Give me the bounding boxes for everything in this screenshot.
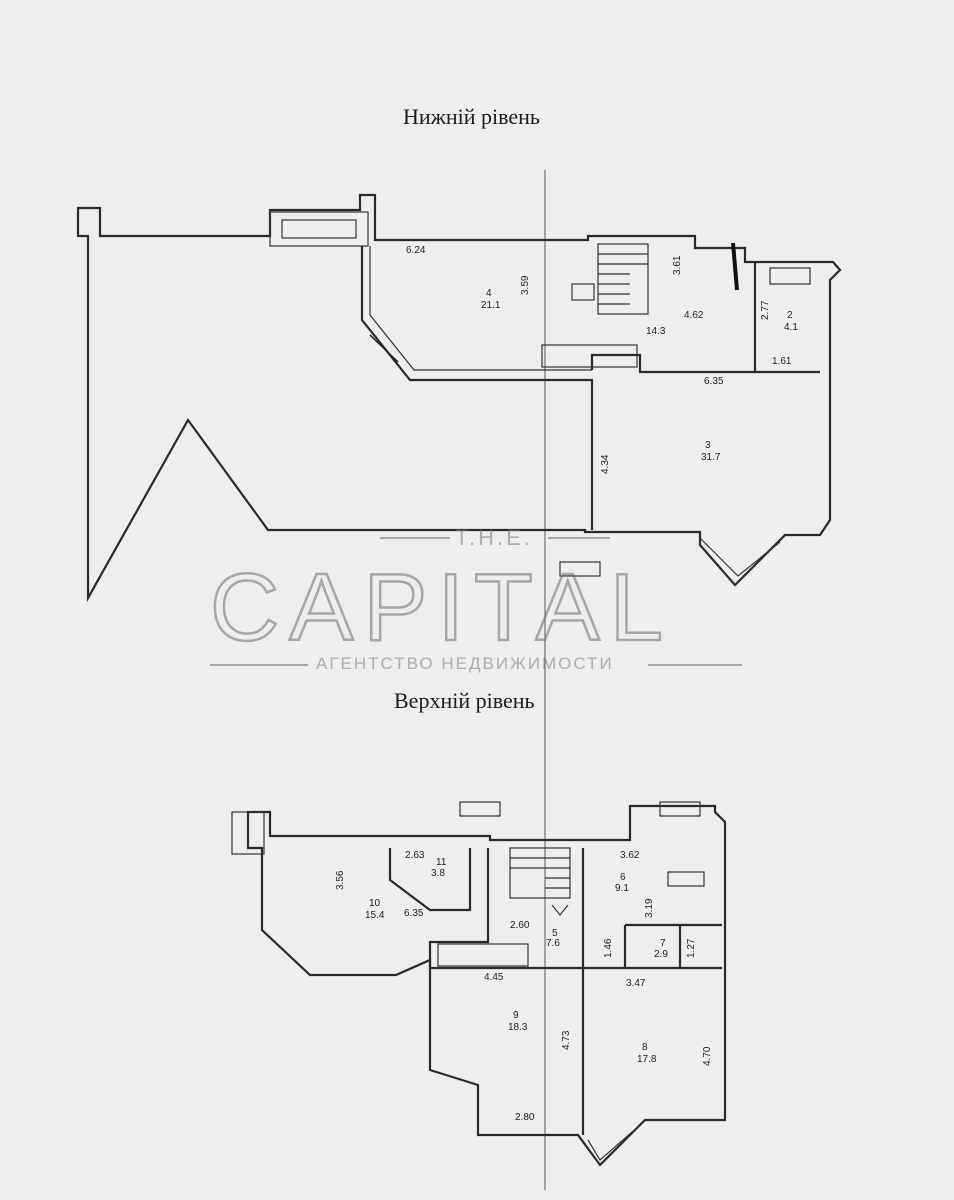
lower-room-area-4: 21.1 [481,300,501,311]
upper-room-number-11: 11 [436,857,447,868]
upper-room-area-11: 3.8 [431,868,445,879]
upper-room-area-6: 9.1 [615,883,629,894]
upper-dim-7: 1.46 [603,938,614,958]
upper-dim-13: 2.80 [515,1112,535,1123]
lower-window-bay [269,211,369,247]
upper-partition-1 [388,848,472,912]
lower-window-inner [281,219,357,239]
upper-dim-3: 6.35 [404,908,424,919]
upper-room-number-9: 9 [513,1010,519,1021]
upper-room-area-10: 15.4 [365,910,385,921]
lower-room-number-4: 4 [486,288,492,299]
lower-partition-3 [753,262,820,374]
lower-partition-2 [590,353,755,374]
lower-dim-4: 4.62 [684,310,704,321]
upper-built-in [437,943,529,967]
lower-dim-1: 6.24 [406,245,426,256]
upper-dim-10: 3.47 [626,978,646,989]
lower-vent-block [769,267,811,285]
lower-partition-1b [369,246,592,371]
lower-dim-3: 3.61 [672,255,683,275]
upper-room-number-5: 5 [552,928,558,939]
lower-room-number-3: 3 [705,440,711,451]
upper-room-area-8: 17.8 [637,1054,657,1065]
upper-room-number-7: 7 [660,938,666,949]
lower-door-mark [369,334,399,363]
lower-dim-7: 6.35 [704,376,724,387]
upper-chimney [231,811,265,855]
lower-room-area-2: 4.1 [784,322,798,333]
upper-dim-2: 2.63 [405,850,425,861]
upper-level-plan: 3.56 2.63 6.35 2.60 3.62 3.19 1.46 1.27 … [231,801,727,1167]
upper-partition-2 [428,848,722,970]
lower-balcony-rail [559,561,601,577]
upper-vent-mid [667,871,705,887]
upper-partition-4 [623,923,722,968]
upper-room-number-10: 10 [369,898,381,909]
lower-staircase [571,243,649,315]
upper-vent-right [659,801,701,817]
lower-bay-window [699,537,781,577]
lower-built-in [541,344,638,368]
upper-dim-5: 3.62 [620,850,640,861]
upper-room-area-7: 2.9 [654,949,668,960]
lower-dim-8: 4.34 [600,454,611,474]
lower-outer-wall [76,193,842,603]
watermark-small: T.H.E. [455,525,533,550]
watermark-brand: CAPITAL [210,554,673,661]
upper-room-number-8: 8 [642,1042,648,1053]
upper-dim-12: 4.70 [702,1046,713,1066]
upper-room-area-5: 7.6 [546,938,560,949]
upper-room-area-9: 18.3 [508,1022,528,1033]
lower-dim-6: 1.61 [772,356,792,367]
upper-outer-wall [246,804,727,1167]
lower-level-plan: 6.24 3.59 3.61 4.62 2.77 1.61 6.35 4.34 … [76,193,842,603]
upper-dim-11: 4.73 [561,1030,572,1050]
upper-vent-top [459,801,501,817]
watermark-agency: АГЕНТСТВО НЕДВИЖИМОСТИ [316,654,614,673]
upper-level-title: Верхній рівень [394,688,535,713]
upper-room-number-6: 6 [620,872,626,883]
lower-dim-5: 2.77 [760,300,771,320]
lower-room-area-14: 14.3 [646,326,666,337]
upper-staircase [509,847,571,916]
upper-bay-window [587,1124,641,1161]
upper-dim-9: 4.45 [484,972,504,983]
upper-dim-4: 2.60 [510,920,530,931]
upper-dim-1: 3.56 [335,870,346,890]
lower-room-number-2: 2 [787,310,793,321]
lower-dim-2: 3.59 [520,275,531,295]
lower-section-mark [731,242,739,291]
upper-dim-6: 3.19 [644,898,655,918]
lower-room-area-3: 31.7 [701,452,721,463]
lower-partition-1 [360,246,594,530]
upper-dim-8: 1.27 [686,938,697,958]
lower-level-title: Нижній рівень [403,104,540,129]
